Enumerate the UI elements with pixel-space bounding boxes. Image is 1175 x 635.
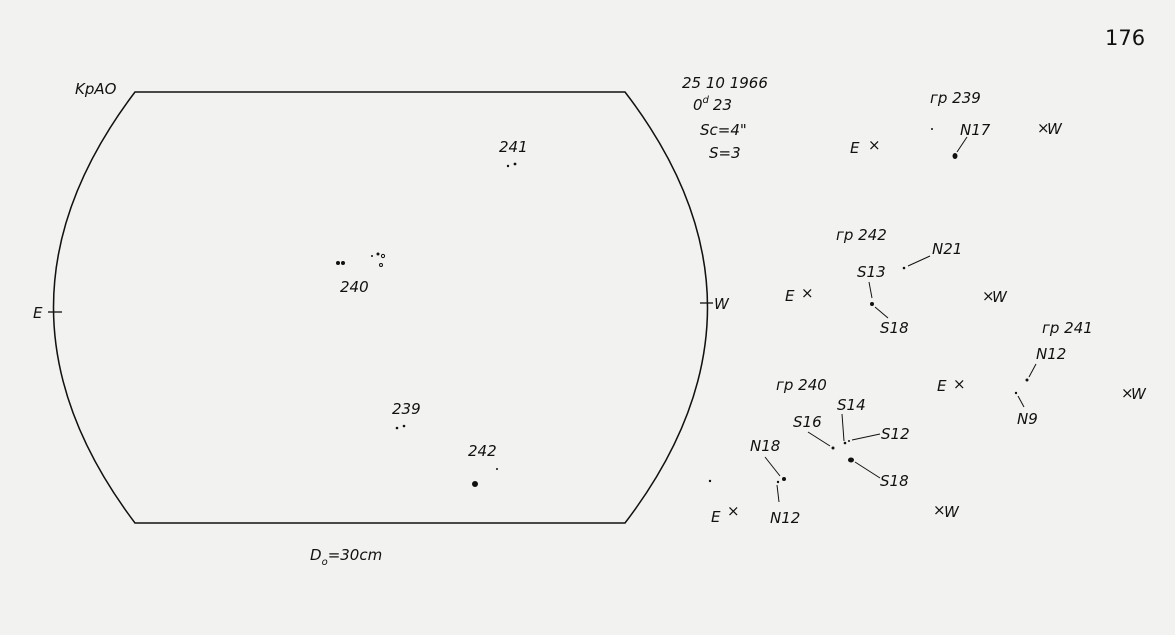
- svg-text:×: ×: [953, 375, 966, 393]
- disk-diameter-label: Do=30cm: [310, 546, 382, 568]
- svg-text:W: W: [944, 503, 960, 521]
- svg-text:×: ×: [727, 502, 740, 520]
- seeing-value: Sc=4": [700, 121, 747, 139]
- svg-text:E: E: [850, 139, 860, 157]
- observatory-label: KpAO: [75, 80, 117, 98]
- svg-text:N18: N18: [750, 437, 780, 455]
- disk-east-label: E: [33, 304, 43, 322]
- s-value: S=3: [709, 144, 741, 162]
- svg-text:242: 242: [468, 442, 497, 460]
- detail-group-241: гр 241 E × × W N12 N9: [937, 319, 1147, 428]
- disk-group-241: 241: [499, 138, 528, 168]
- svg-text:гр 239: гр 239: [930, 89, 981, 107]
- svg-text:гр 240: гр 240: [776, 376, 827, 394]
- svg-text:S14: S14: [837, 396, 866, 414]
- disk-west-label: W: [714, 295, 730, 313]
- disk-group-242: 242: [468, 442, 498, 487]
- svg-text:N21: N21: [932, 240, 962, 258]
- svg-text:×: ×: [801, 284, 814, 302]
- svg-text:S18: S18: [880, 472, 909, 490]
- svg-text:W: W: [992, 288, 1008, 306]
- svg-text:241: 241: [499, 138, 528, 156]
- detail-group-239: гр 239 E × × W N17: [850, 89, 1063, 159]
- svg-text:E: E: [711, 508, 721, 526]
- svg-text:гр 241: гр 241: [1042, 319, 1093, 337]
- svg-text:×: ×: [933, 501, 946, 519]
- svg-text:E: E: [937, 377, 947, 395]
- detail-group-242: гр 242 E × × W N21 S13 S18: [785, 226, 1008, 337]
- svg-text:S16: S16: [793, 413, 822, 431]
- svg-text:239: 239: [392, 400, 421, 418]
- solar-disk-outline: [52, 91, 709, 524]
- svg-text:240: 240: [340, 278, 369, 296]
- svg-text:N9: N9: [1017, 410, 1038, 428]
- svg-text:N17: N17: [960, 121, 991, 139]
- svg-text:N12: N12: [770, 509, 800, 527]
- svg-text:S13: S13: [857, 263, 886, 281]
- svg-text:гр 242: гр 242: [836, 226, 887, 244]
- observation-date: 25 10 1966: [682, 74, 768, 92]
- svg-text:×: ×: [1121, 384, 1134, 402]
- svg-text:×: ×: [982, 287, 995, 305]
- svg-text:×: ×: [868, 136, 881, 154]
- svg-text:W: W: [1047, 120, 1063, 138]
- svg-text:N12: N12: [1036, 345, 1066, 363]
- disk-group-240: 240: [336, 252, 386, 296]
- disk-group-239: 239: [392, 400, 421, 430]
- svg-text:S12: S12: [881, 425, 910, 443]
- svg-text:W: W: [1131, 385, 1147, 403]
- detail-group-240: гр 240 E × × W S16 S14 S12 S18 N18 N12: [708, 376, 960, 527]
- svg-text:S18: S18: [880, 319, 909, 337]
- svg-text:E: E: [785, 287, 795, 305]
- page-number: 176: [1105, 26, 1145, 50]
- svg-text:×: ×: [1037, 119, 1050, 137]
